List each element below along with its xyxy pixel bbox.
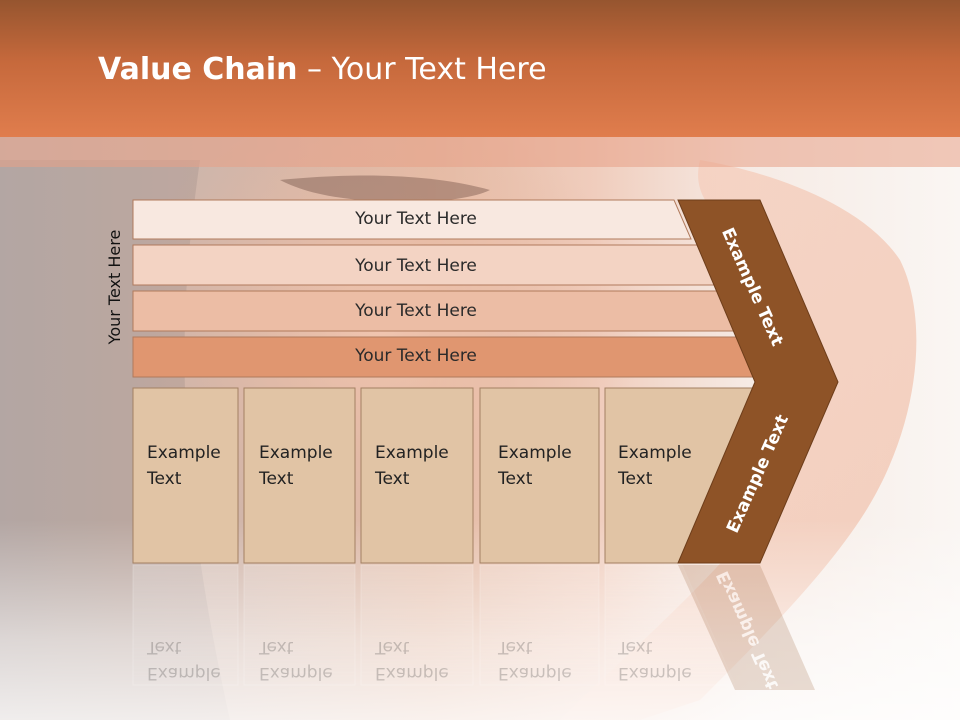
box-3 xyxy=(360,387,474,564)
title-bold: Value Chain xyxy=(98,52,298,87)
row-label-4: Your Text Here xyxy=(355,346,477,366)
box-reflection-2: Example Text xyxy=(259,637,333,683)
box-label-2: Example Text xyxy=(259,443,333,489)
box-reflection-1: Example Text xyxy=(147,637,221,683)
box-2 xyxy=(243,387,356,564)
title-band xyxy=(0,137,960,167)
reflection: Example Text xyxy=(132,564,815,692)
row-bar-1 xyxy=(132,199,692,240)
box-label-3: Example Text xyxy=(375,443,449,489)
box-4 xyxy=(479,387,600,564)
row-label-1: Your Text Here xyxy=(355,209,477,229)
row-label-3: Your Text Here xyxy=(355,301,477,321)
box-reflection-3: Example Text xyxy=(375,637,449,683)
title-rest: – Your Text Here xyxy=(297,52,547,87)
row-label-2: Your Text Here xyxy=(355,256,477,276)
box-reflection-5: Example Text xyxy=(618,637,692,683)
slide-title: Value Chain – Your Text Here xyxy=(98,52,547,87)
box-label-4: Example Text xyxy=(498,443,572,489)
box-1 xyxy=(132,387,239,564)
box-label-1: Example Text xyxy=(147,443,221,489)
title-bar xyxy=(0,0,960,137)
box-reflection-4: Example Text xyxy=(498,637,572,683)
chevron-arrow xyxy=(677,199,839,564)
box-label-5: Example Text xyxy=(618,443,692,489)
